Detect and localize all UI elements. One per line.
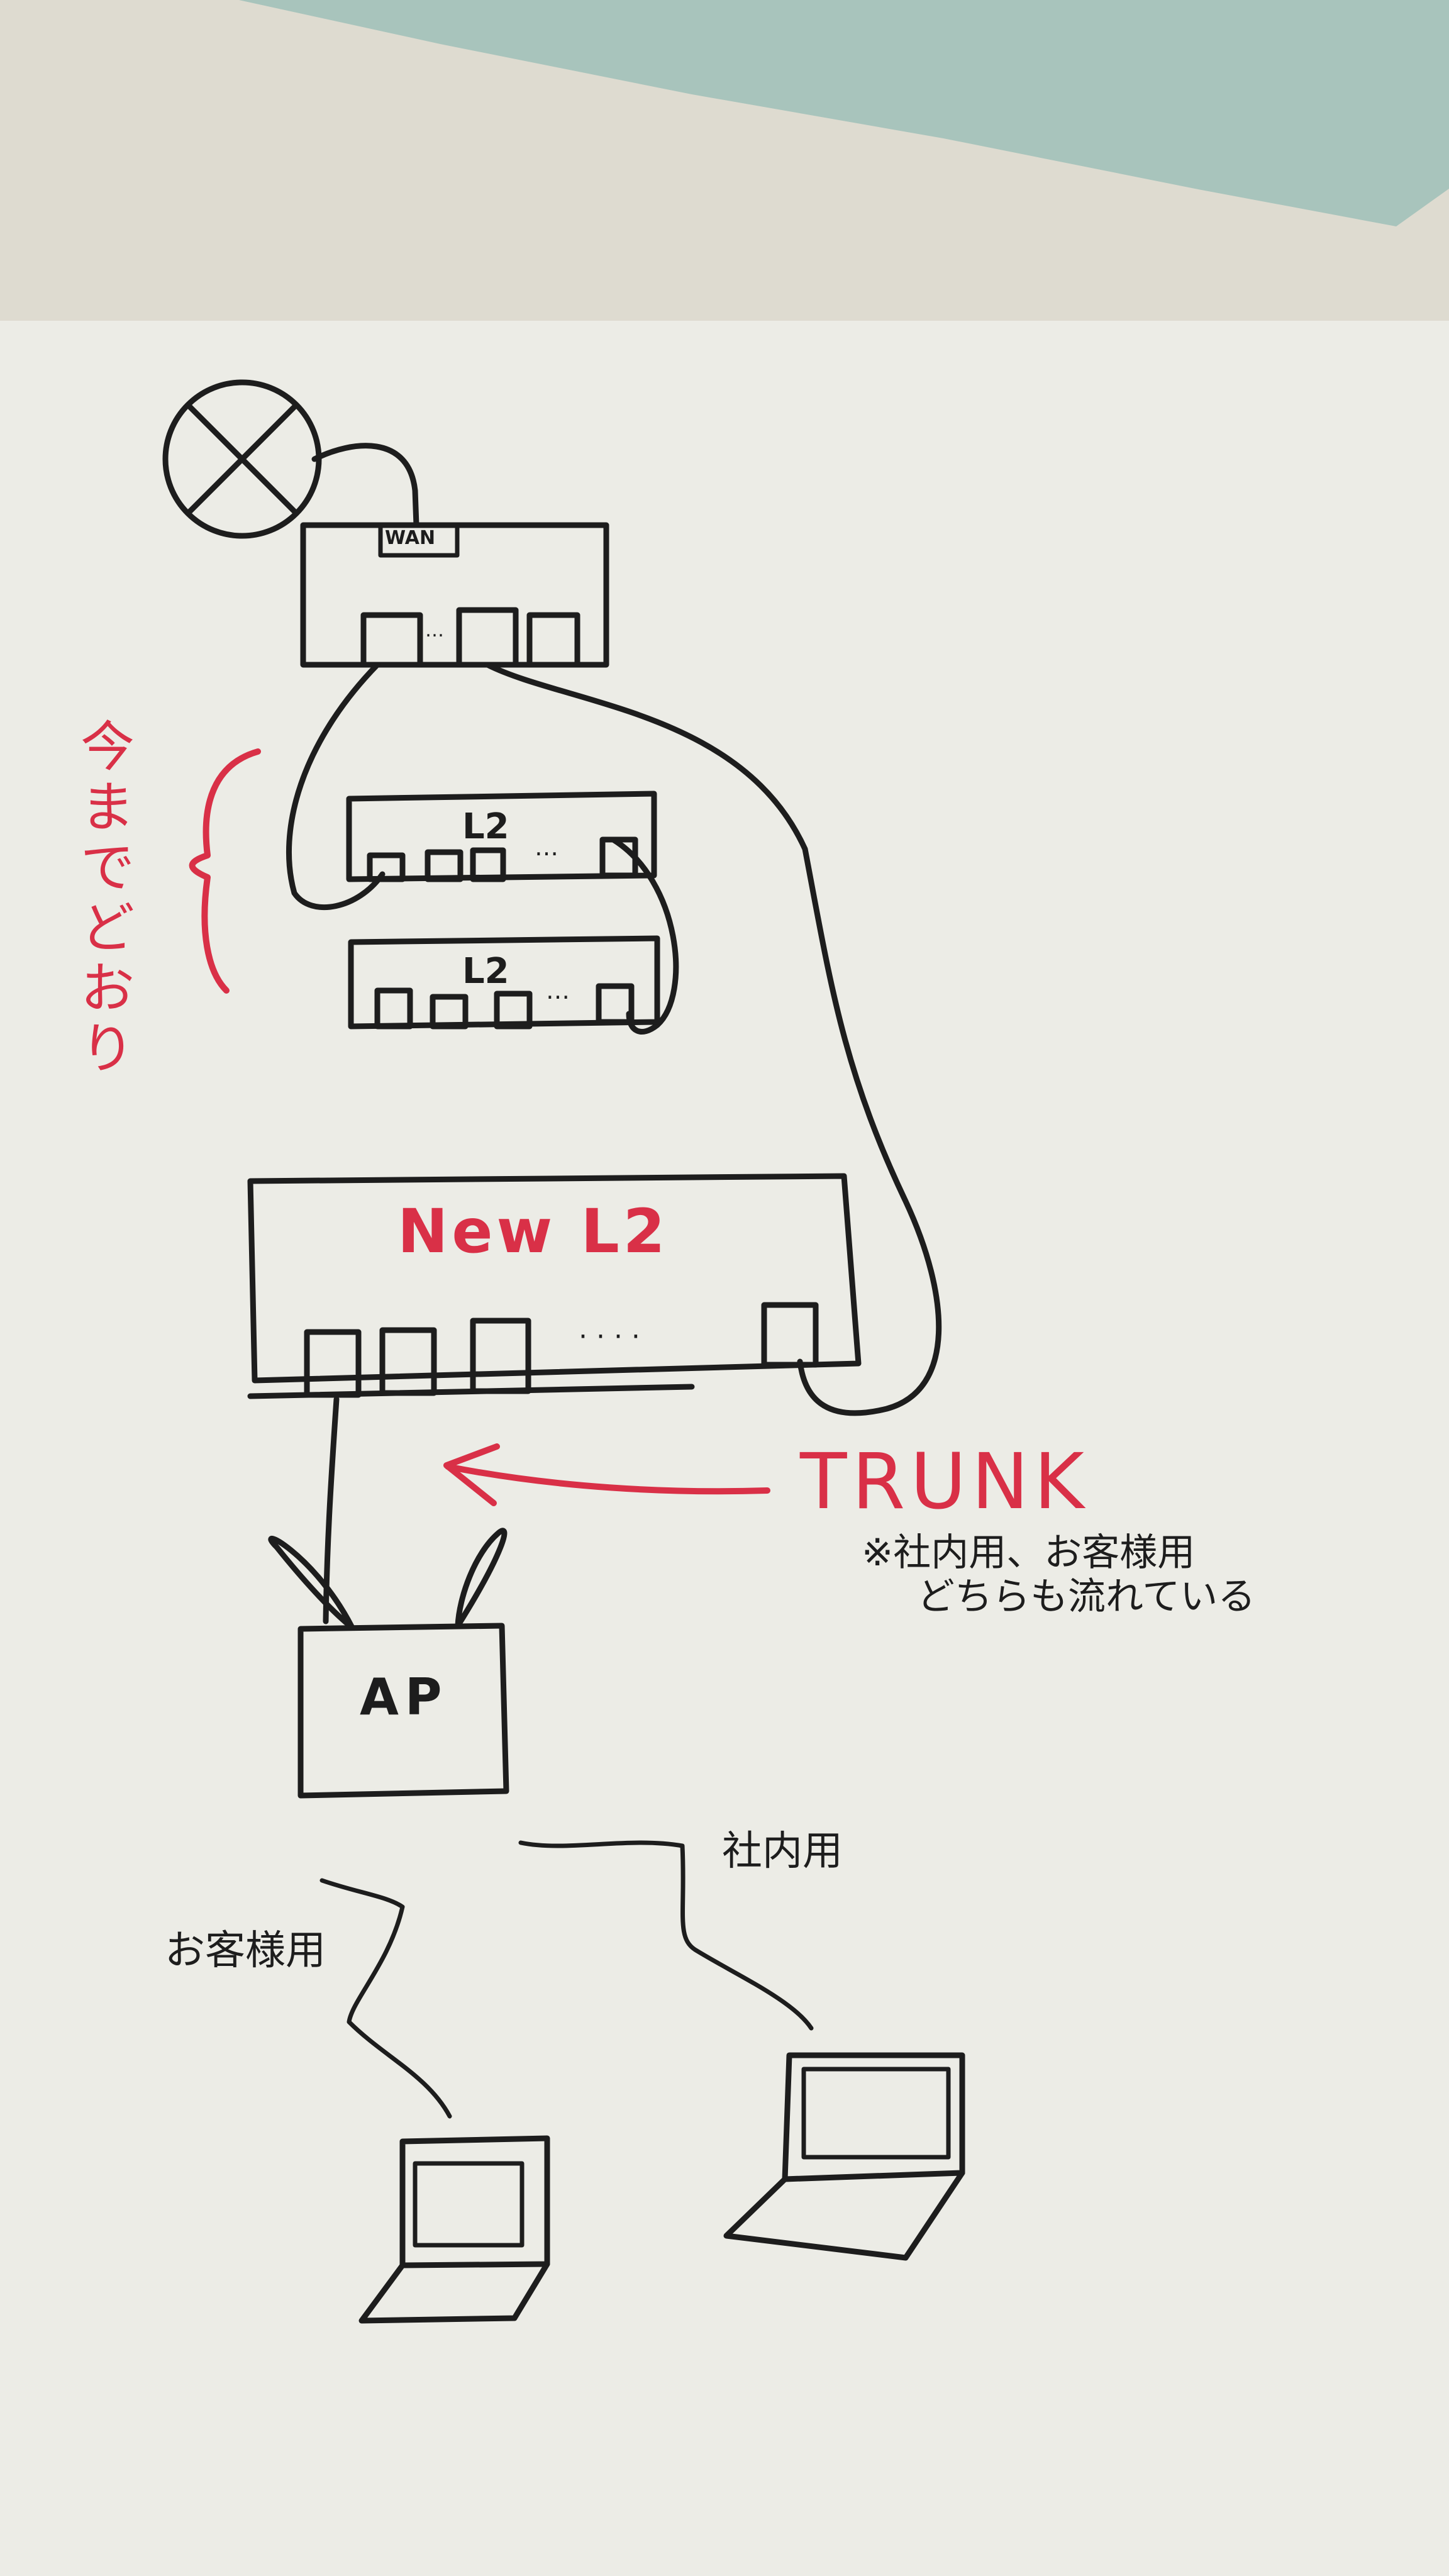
wireless-guest <box>319 1878 452 2119</box>
wireless-internal <box>518 1840 814 2031</box>
new-l2-switch <box>247 1173 862 1399</box>
bracket-note: 今までどおり <box>80 716 135 1080</box>
laptop-guest-icon <box>358 2135 550 2324</box>
l2-switch-2-ellipsis: … <box>546 977 570 1004</box>
paper-sheet <box>0 321 1449 2576</box>
new-l2-label: New L2 <box>397 1196 669 1267</box>
wireless-guest-label: お客様用 <box>165 1928 326 1974</box>
cloth-corner <box>239 0 1449 226</box>
l2-switch-2 <box>348 935 660 1030</box>
trunk-note-line1: ※社内用、お客様用 <box>862 1531 1196 1575</box>
router-to-l2-cable <box>286 662 386 910</box>
new-l2-ellipsis: · · · · <box>579 1321 640 1353</box>
trunk-note-line2: どちらも流れている <box>917 1575 1256 1619</box>
router-wan-label: WAN <box>385 527 436 549</box>
wireless-internal-label: 社内用 <box>722 1828 843 1875</box>
access-point-icon <box>268 1528 509 1799</box>
bracket-mark <box>189 748 261 994</box>
router-to-new-l2-cable <box>484 662 942 1416</box>
router-icon <box>300 522 609 668</box>
laptop-internal-icon <box>723 2052 965 2261</box>
l2-switch-1-label: L2 <box>462 806 509 847</box>
l2-switch-2-label: L2 <box>462 951 509 992</box>
internet-to-router-cable <box>311 443 419 528</box>
trunk-arrow <box>443 1443 770 1506</box>
trunk-label: TRUNK <box>800 1437 1089 1526</box>
l2-switch-1 <box>346 791 657 882</box>
ap-label: AP <box>360 1668 448 1726</box>
l2-switch-1-ellipsis: … <box>535 833 558 861</box>
router-ellipsis: … <box>425 619 444 641</box>
